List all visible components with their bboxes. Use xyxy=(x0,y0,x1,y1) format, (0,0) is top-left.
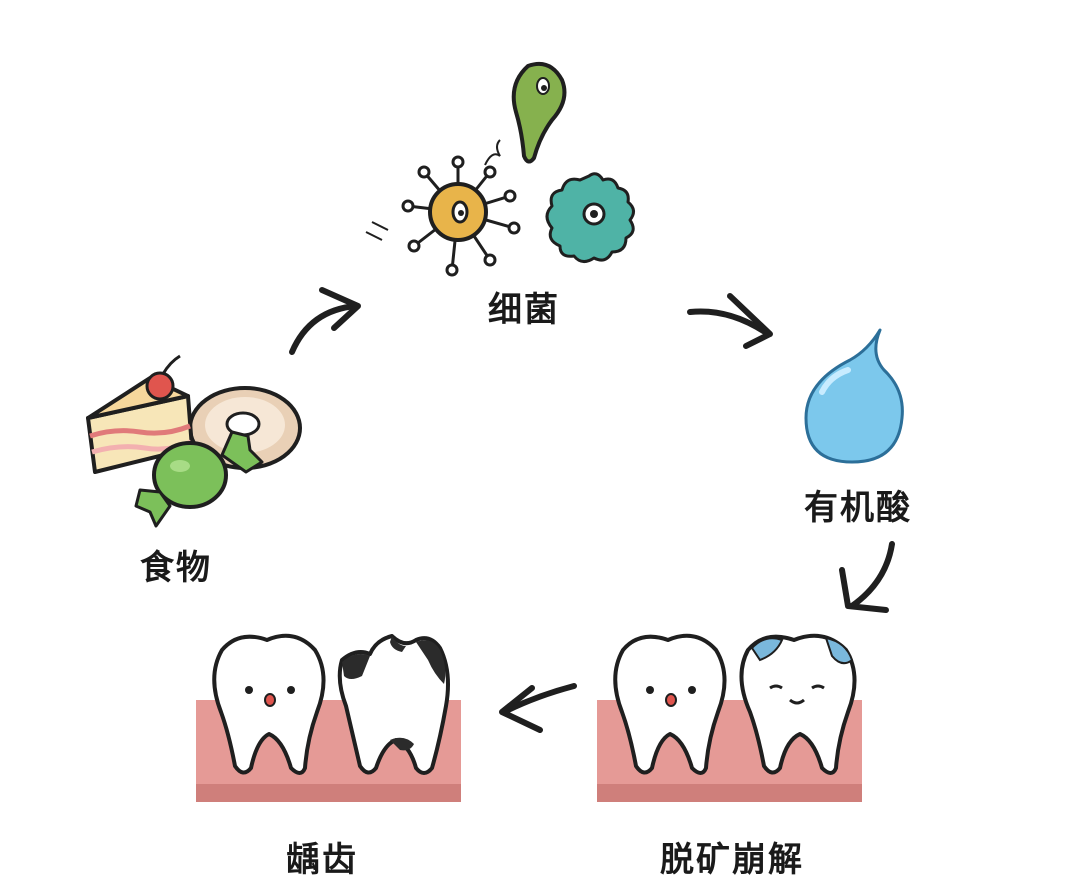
food-label: 食物 xyxy=(140,548,212,588)
demineralization-label: 脱矿崩解 xyxy=(660,840,804,880)
cycle-arrow-icon xyxy=(499,683,577,733)
acid-drop-icon xyxy=(804,328,904,464)
bacillus-icon xyxy=(511,61,567,164)
acid-label: 有机酸 xyxy=(804,488,912,528)
candy-icon xyxy=(134,430,264,528)
cycle-arrow-icon xyxy=(289,287,361,355)
demineralized-tooth-icon xyxy=(739,633,857,775)
donut-icon xyxy=(188,386,302,470)
cycle-arrow-icon xyxy=(839,541,895,613)
decayed-tooth-icon xyxy=(337,634,450,775)
caries-illustration xyxy=(196,633,461,802)
bacteria-icon xyxy=(365,139,521,277)
demineralization-illustration xyxy=(597,633,862,802)
food-illustration xyxy=(86,354,302,528)
bacteria-illustration xyxy=(365,61,635,277)
healthy-tooth-icon xyxy=(212,633,326,775)
bacteria-label: 细菌 xyxy=(488,290,560,330)
healthy-tooth-icon xyxy=(613,633,727,775)
cycle-arrow-icon xyxy=(687,293,773,349)
caries-label: 龋齿 xyxy=(286,840,358,880)
virus-icon xyxy=(545,172,635,263)
